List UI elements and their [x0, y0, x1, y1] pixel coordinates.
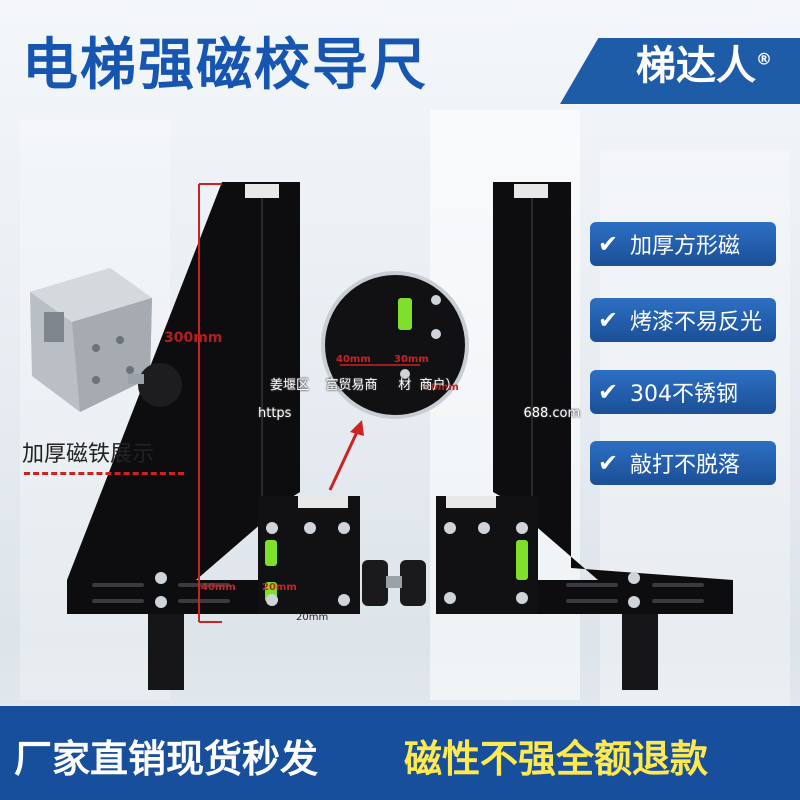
slot [178, 599, 230, 603]
check-icon: ✔ [598, 449, 619, 477]
tightening-knobs [362, 560, 426, 606]
left-ruler-body [67, 182, 300, 612]
magnet-knob [138, 363, 182, 407]
bottom-banner [0, 706, 800, 800]
feature-badge: ✔ 烤漆不易反光 [590, 298, 776, 342]
watermark-text: 富贸易商 [325, 378, 378, 393]
slot [652, 599, 704, 603]
watermark: https 688.com [258, 406, 580, 421]
feature-badge: ✔ 加厚方形磁 [590, 222, 776, 266]
left-block-scale [298, 496, 348, 508]
left-ruler [67, 182, 360, 690]
screw [478, 522, 490, 534]
zoom-detail [321, 271, 469, 419]
feature-badge: ✔ 敲打不脱落 [590, 441, 776, 485]
slot [566, 583, 618, 587]
slot [566, 599, 618, 603]
slot [652, 583, 704, 587]
watermark-text: 商户） [419, 378, 459, 393]
right-ruler-stem [622, 614, 658, 690]
screw [444, 592, 456, 604]
watermark-text: 材 [398, 378, 412, 393]
check-icon: ✔ [598, 306, 619, 334]
right-level-vial [516, 540, 528, 580]
magnet-caption: 加厚磁铁展示 [22, 442, 155, 467]
brand-logo: 梯达人® [636, 46, 772, 86]
screw [516, 592, 528, 604]
feature-badge: ✔ 304不锈钢 [590, 370, 776, 414]
screw [266, 522, 278, 534]
watermark-text: 姜堰区 [270, 378, 310, 393]
screw [338, 522, 350, 534]
knob [400, 560, 426, 606]
screw [628, 596, 640, 608]
right-block-scale [446, 496, 496, 508]
screw [628, 572, 640, 584]
caption-underline [24, 472, 184, 475]
page-title: 电梯强磁校导尺 [22, 33, 428, 98]
dimension-label: 20mm [262, 582, 297, 593]
height-dimension-label: 300mm [164, 330, 223, 346]
brand-tab [560, 38, 800, 104]
dimension-label: 40mm [201, 582, 236, 593]
dimension-label: 20mm [296, 612, 329, 623]
knob [362, 560, 388, 606]
brand-name: 梯达人 [636, 43, 756, 89]
slot [92, 583, 144, 587]
screw [266, 594, 278, 606]
zoom-dimension-label: 40mm [336, 354, 371, 365]
zoom-arrow [328, 420, 364, 491]
height-dimension [198, 183, 222, 623]
registered-mark: ® [756, 49, 772, 69]
screw [338, 594, 350, 606]
feature-label: 烤漆不易反光 [630, 310, 763, 335]
watermark-text: https [258, 406, 292, 421]
bottom-left-slogan: 厂家直销现货秒发 [14, 737, 319, 781]
right-ruler [436, 182, 733, 690]
left-level-vial [265, 540, 277, 566]
feature-label: 加厚方形磁 [630, 234, 741, 259]
screw [155, 572, 167, 584]
feature-label: 敲打不脱落 [630, 453, 741, 478]
check-icon: ✔ [598, 378, 619, 406]
right-scale-plate [514, 184, 548, 198]
screw [516, 522, 528, 534]
screw [155, 596, 167, 608]
zoom-dimension-label: 30mm [394, 354, 429, 365]
left-scale-plate [245, 184, 279, 198]
screw [304, 522, 316, 534]
zoom-dimension-label: 20mm [424, 382, 459, 393]
slot [92, 599, 144, 603]
magnet-block [30, 268, 182, 412]
slot [178, 583, 230, 587]
watermark: 姜堰区 富贸易商 材 商户） [270, 374, 459, 393]
right-ruler-body [493, 182, 733, 612]
bottom-right-slogan: 磁性不强全额退款 [404, 737, 709, 781]
feature-label: 304不锈钢 [630, 382, 738, 407]
left-ruler-stem [148, 614, 184, 690]
screw [444, 522, 456, 534]
check-icon: ✔ [598, 230, 619, 258]
knob-shaft [386, 576, 402, 588]
watermark-text: 688.com [523, 406, 581, 421]
